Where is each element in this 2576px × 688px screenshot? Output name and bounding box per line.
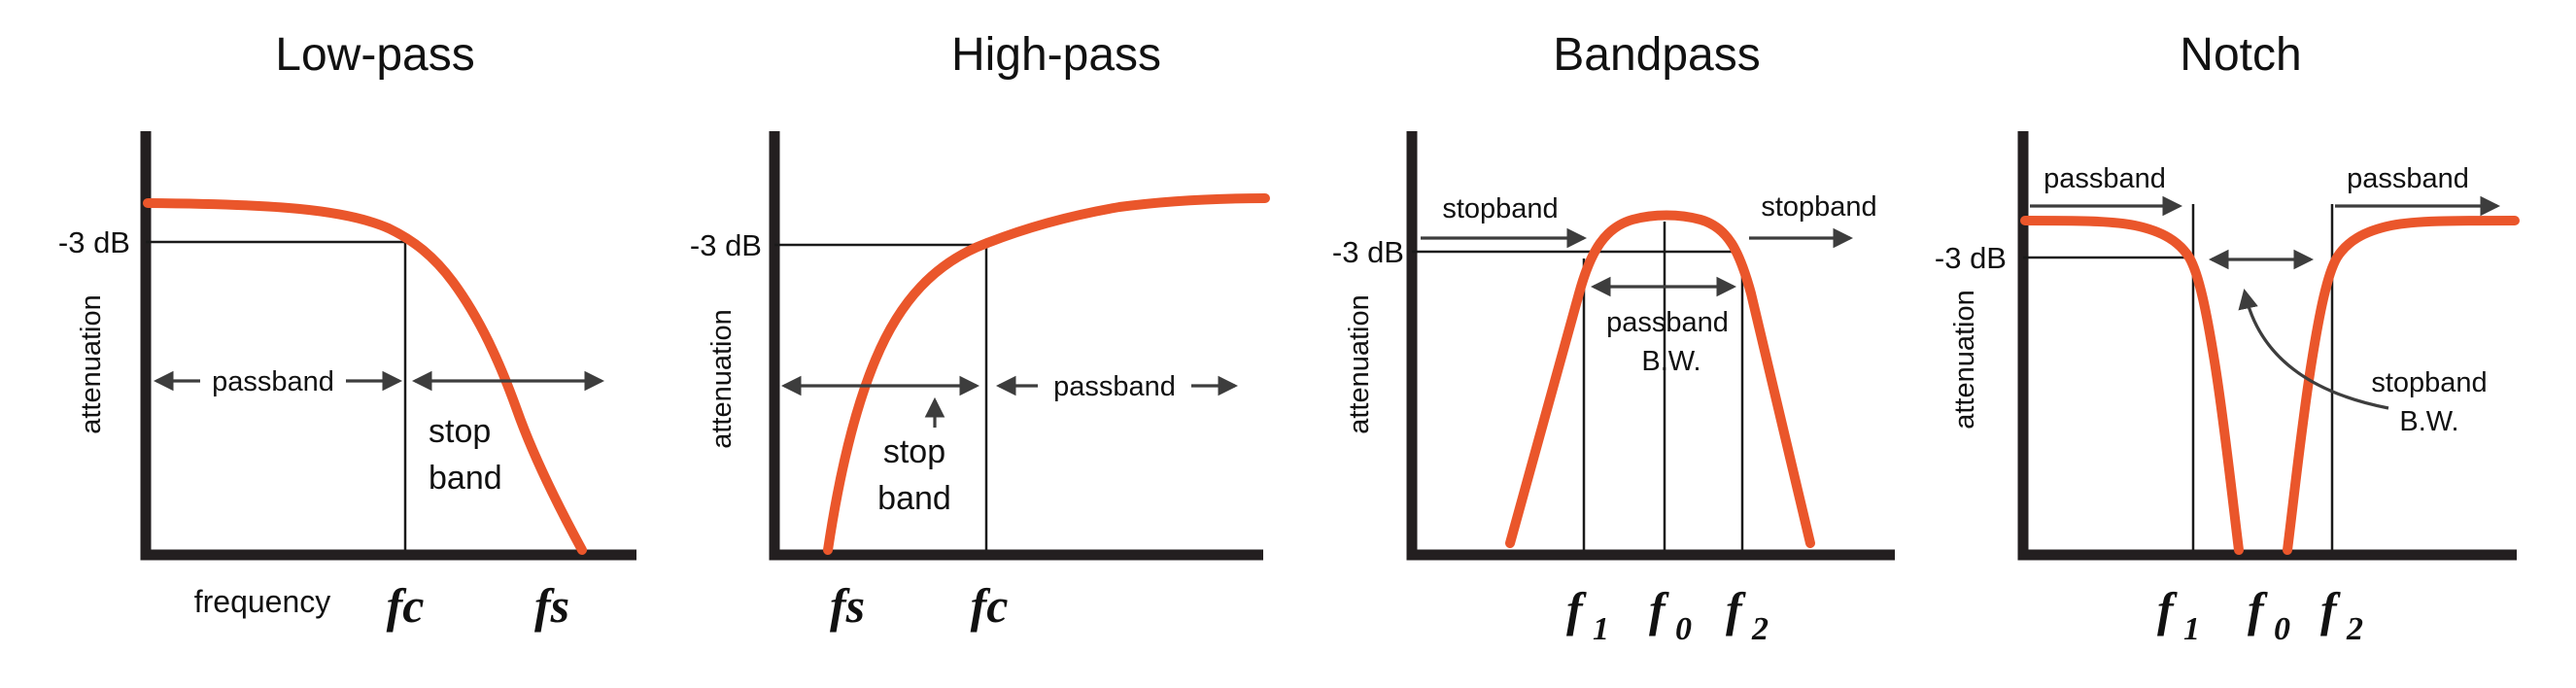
y-axis-label: attenuation [76, 294, 107, 434]
y-axis-label: attenuation [1344, 294, 1375, 434]
svg-text:2: 2 [2346, 611, 2363, 647]
f2-label: f 2 [2320, 582, 2363, 647]
panel-bandpass: Bandpass stopband stopband passband B.W.… [1332, 29, 1895, 647]
minus3db-label: -3 dB [690, 228, 762, 262]
minus3db-label: -3 dB [58, 225, 130, 259]
panel-title: High-pass [951, 29, 1161, 81]
axes [140, 131, 636, 561]
stopband-label-line2: band [877, 480, 951, 517]
svg-text:f: f [1649, 582, 1669, 636]
panel-title: Bandpass [1553, 29, 1761, 81]
notch-response-curve-right [2283, 216, 2520, 555]
stopband-bw-label-line1: stopband [2371, 367, 2487, 398]
svg-text:2: 2 [1751, 611, 1769, 647]
panel-notch: Notch passband passband stopband B.W. -3… [1935, 29, 2520, 647]
y-axis-label: attenuation [706, 309, 738, 449]
fc-label: fc [387, 578, 425, 633]
axes [1406, 131, 1895, 561]
fs-label: fs [534, 578, 569, 633]
stopband-right-label: stopband [1761, 191, 1876, 223]
f1-label: f 1 [2157, 582, 2200, 647]
f1-label: f 1 [1566, 582, 1609, 647]
svg-text:0: 0 [2274, 611, 2290, 647]
svg-text:f: f [2320, 582, 2341, 636]
f0-label: f 0 [1649, 582, 1692, 647]
stopband-bw-label-line2: B.W. [2399, 406, 2458, 437]
svg-text:0: 0 [1675, 611, 1692, 647]
stopband-label-line2: band [429, 460, 502, 497]
panel-title: Notch [2180, 29, 2301, 81]
stopband-bw-pointer-arrow [2238, 288, 2389, 410]
fc-label: fc [971, 578, 1009, 633]
svg-text:1: 1 [1593, 611, 1609, 647]
svg-text:f: f [2157, 582, 2178, 636]
fs-label: fs [830, 578, 865, 633]
stopband-label-line1: stop [429, 413, 491, 450]
bandpass-response-curve [1505, 210, 1815, 548]
passband-bw-label-line1: passband [1606, 307, 1729, 338]
notch-response-curve-left [2020, 216, 2244, 555]
f2-label: f 2 [1726, 582, 1769, 647]
highpass-response-curve [823, 193, 1270, 555]
minus3db-label: -3 dB [1332, 235, 1404, 269]
panel-high-pass: High-pass stop band passband -3 dB atten… [690, 29, 1270, 633]
minus3db-label: -3 dB [1935, 241, 2007, 275]
panel-low-pass: Low-pass passband stop band -3 dB attenu… [58, 29, 636, 633]
svg-text:f: f [1726, 582, 1746, 636]
axes [769, 131, 1263, 561]
lowpass-response-curve [143, 198, 587, 555]
passband-right-label: passband [2347, 163, 2469, 194]
passband-label: passband [212, 366, 334, 397]
x-axis-label: frequency [194, 584, 331, 619]
f0-label: f 0 [2248, 582, 2290, 647]
svg-text:f: f [2248, 582, 2268, 636]
passband-left-label: passband [2044, 163, 2166, 194]
svg-text:1: 1 [2183, 611, 2200, 647]
stopband-left-label: stopband [1442, 193, 1558, 224]
svg-text:f: f [1566, 582, 1587, 636]
axes [2017, 131, 2517, 561]
passband-label: passband [1053, 371, 1176, 402]
stopband-label-line1: stop [883, 433, 945, 470]
y-axis-label: attenuation [1949, 290, 1980, 430]
panel-title: Low-pass [275, 29, 474, 81]
passband-bw-label-line2: B.W. [1641, 346, 1700, 377]
